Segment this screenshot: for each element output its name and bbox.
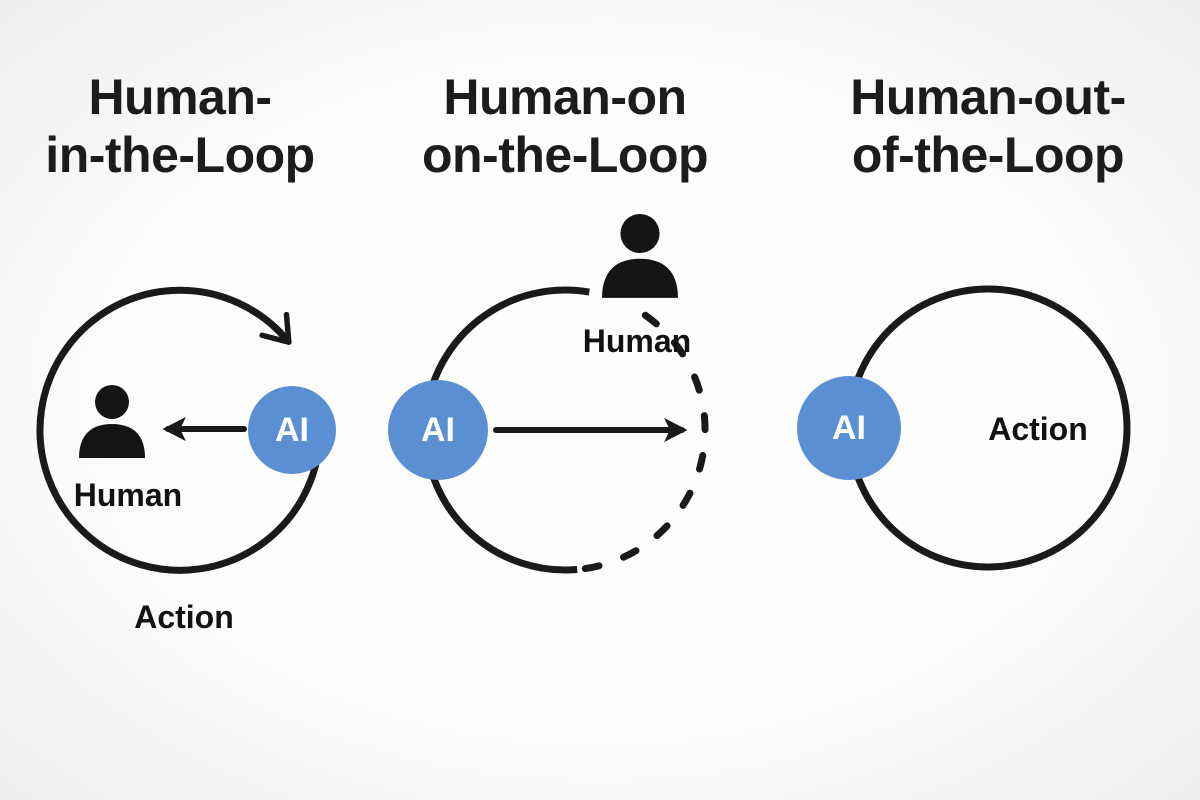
panel2-title-line1: Human-on — [443, 69, 686, 125]
human-label: Human — [583, 323, 691, 359]
action-label: Action — [988, 411, 1088, 447]
ai-node — [388, 380, 488, 480]
panel2-title-line2: on-the-Loop — [422, 127, 708, 183]
ai-node — [797, 376, 901, 480]
panel-human-out-of-the-loop: Human-out- of-the-Loop AI Action — [797, 69, 1131, 571]
panel1-title-line1: Human- — [88, 69, 271, 125]
human-icon — [602, 213, 678, 298]
panel3-title-line1: Human-out- — [850, 69, 1126, 125]
ai-node — [248, 386, 336, 474]
human-label: Human — [74, 477, 182, 513]
panel1-title-line2: in-the-Loop — [45, 127, 314, 183]
panel-human-on-the-loop: Human-on on-the-Loop Human AI — [388, 69, 709, 574]
action-label: Action — [134, 599, 234, 635]
human-icon — [79, 385, 145, 458]
ai-node-label: AI — [421, 411, 455, 449]
loop-circle-dashed — [573, 311, 709, 573]
ai-node-label: AI — [275, 411, 309, 449]
ai-node-label: AI — [832, 409, 866, 447]
panel-human-in-the-loop: Human- in-the-Loop AI Human Action — [36, 69, 336, 635]
loop-arrow-circle — [36, 286, 324, 574]
panel3-title-line2: of-the-Loop — [852, 127, 1124, 183]
